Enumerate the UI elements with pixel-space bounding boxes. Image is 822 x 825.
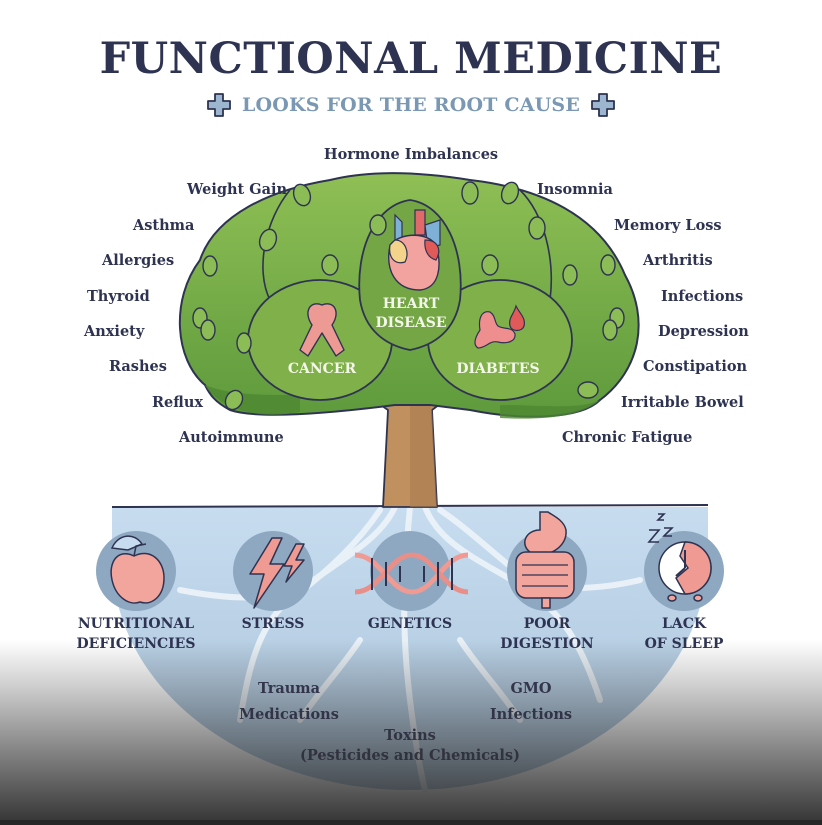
symptom-chronic-fatigue: Chronic Fatigue <box>562 429 693 446</box>
cause-gmo: GMO <box>510 680 552 697</box>
cancer-label: CANCER <box>287 361 357 377</box>
symptom-allergies: Allergies <box>102 252 175 269</box>
alarm-clock-icon <box>658 541 712 602</box>
cause-stress: STRESS <box>241 616 305 632</box>
awareness-ribbon-icon <box>299 303 345 357</box>
dna-icon <box>354 552 469 595</box>
symptom-irritable-bowel: Irritable Bowel <box>621 394 744 411</box>
leaves <box>192 181 625 411</box>
bottom-edge-bar <box>0 820 822 825</box>
symptom-reflux: Reflux <box>152 394 204 411</box>
pancreas-blood-drop-icon <box>474 304 525 349</box>
symptom-infections: Infections <box>661 288 744 305</box>
symptom-arthritis: Arthritis <box>643 252 713 269</box>
medical-cross-icon <box>591 93 615 117</box>
symptom-weight-gain: Weight Gain <box>187 181 288 198</box>
symptom-depression: Depression <box>658 323 749 340</box>
medical-cross-icon <box>207 93 231 117</box>
symptom-rashes: Rashes <box>109 358 167 375</box>
cause-infections: Infections <box>489 706 573 723</box>
cause-nutritional-deficiencies: NUTRITIONAL DEFICIENCIES <box>76 616 196 652</box>
symptom-insomnia: Insomnia <box>537 181 613 198</box>
diabetes-label: DIABETES <box>456 361 540 377</box>
symptom-anxiety: Anxiety <box>84 323 145 340</box>
cause-lack-of-sleep: LACK OF SLEEP <box>644 616 724 652</box>
symptom-memory-loss: Memory Loss <box>614 217 722 234</box>
symptom-thyroid: Thyroid <box>87 288 150 305</box>
symptom-asthma: Asthma <box>133 217 195 234</box>
sleep-zzz-icon <box>647 513 674 543</box>
cause-genetics: GENETICS <box>367 616 453 632</box>
apple-icon <box>110 535 165 604</box>
stomach-intestine-icon <box>515 511 575 609</box>
subtitle: LOOKS FOR THE ROOT CAUSE <box>241 94 581 116</box>
cause-trauma: Trauma <box>257 680 321 697</box>
symptom-hormone-imbalances: Hormone Imbalances <box>323 146 499 163</box>
cause-medications: Medications <box>239 706 339 723</box>
lightning-icon <box>249 537 305 609</box>
subtitle-row: LOOKS FOR THE ROOT CAUSE <box>0 92 822 118</box>
symptom-constipation: Constipation <box>643 358 748 375</box>
heart-disease-label: HEART DISEASE <box>375 296 447 331</box>
cause-poor-digestion: POOR DIGESTION <box>500 616 594 652</box>
symptom-autoimmune: Autoimmune <box>179 429 284 446</box>
cause-toxins: Toxins (Pesticides and Chemicals) <box>300 727 520 764</box>
page-title: FUNCTIONAL MEDICINE <box>99 34 723 84</box>
heart-icon <box>388 209 441 291</box>
